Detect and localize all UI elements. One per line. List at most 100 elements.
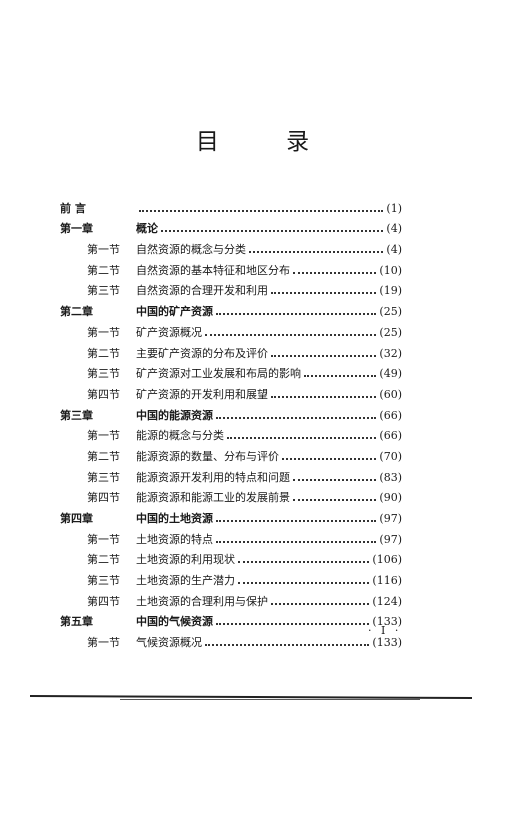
toc-entry-title: 主要矿产资源的分布及评价 — [136, 346, 268, 360]
toc-section-row: 第二节能源资源的数量、分布与评价(70) — [60, 442, 402, 463]
toc-entry-page: (19) — [379, 284, 402, 298]
toc-entry-title: 中国的矿产资源 — [136, 305, 213, 319]
toc-entry-page: (90) — [379, 491, 402, 505]
toc-entry-number: 第一节 — [87, 532, 120, 546]
toc-entry-title: 土地资源的利用现状 — [136, 553, 235, 567]
toc-chapter-row: 前 言 (1) — [60, 194, 402, 215]
toc-entry-title: 中国的土地资源 — [136, 512, 213, 525]
toc-entry-title: 中国的能源资源 — [136, 408, 213, 422]
toc-section-row: 第二节 主要矿产资源的分布及评价 (32) — [60, 339, 402, 360]
toc-entry-page: (133) — [372, 636, 402, 650]
toc-entry-number: 第二章 — [60, 305, 93, 319]
bottom-rule-thin — [120, 699, 420, 700]
toc-entry-title: 能源资源开发利用的特点和问题 — [136, 470, 290, 484]
toc-entry-page: (124) — [372, 594, 402, 608]
toc-leader-dots — [161, 228, 384, 233]
toc-entry-title: 自然资源的合理开发和利用 — [136, 284, 268, 298]
toc-section-row: 第一节 自然资源的概念与分类 (4) — [60, 235, 402, 256]
toc-entry-number: 第四章 — [60, 512, 93, 525]
toc-leader-dots — [216, 518, 377, 522]
toc-entry-number: 第一节 — [87, 243, 120, 257]
toc-chapter-row: 第二章中国的矿产资源(25) — [60, 297, 402, 318]
toc-leader-dots — [205, 332, 377, 336]
toc-leader-dots — [304, 373, 377, 378]
toc-leader-dots — [249, 249, 384, 254]
toc-entry-page: (49) — [379, 367, 402, 381]
toc-entry-number: 第四节 — [87, 387, 120, 401]
toc-entry-title: 能源的概念与分类 — [136, 429, 224, 443]
toc-entry-number: 第四节 — [87, 491, 120, 505]
toc-entry-page: (83) — [379, 470, 402, 484]
toc-entry-title: 土地资源的生产潜力 — [136, 574, 235, 588]
page-title: 目 录 — [195, 129, 340, 155]
toc-leader-dots — [139, 208, 384, 212]
toc-entry-title: 矿产资源对工业发展和布局的影响 — [136, 367, 301, 381]
toc-leader-dots — [205, 642, 370, 647]
toc-entry-number: 第二节 — [87, 449, 120, 463]
toc-entry-title: 中国的气候资源 — [136, 615, 213, 629]
toc-leader-dots — [238, 580, 370, 585]
toc-chapter-row: 第四章 中国的土地资源 (97) — [60, 504, 402, 525]
toc-section-row: 第三节土地资源的生产潜力(116) — [60, 566, 402, 587]
toc-entry-page: (66) — [379, 429, 402, 443]
toc-leader-dots — [216, 415, 377, 419]
toc-section-row: 第三节能源资源开发利用的特点和问题(83) — [60, 463, 402, 484]
toc-entry-number: 第五章 — [60, 615, 93, 629]
toc-chapter-row: 第一章 概论 (4) — [60, 215, 402, 236]
toc-leader-dots — [227, 435, 377, 440]
toc-leader-dots — [293, 270, 377, 274]
toc-entry-page: (10) — [379, 263, 402, 277]
toc-section-row: 第四节 能源资源和能源工业的发展前景 (90) — [60, 484, 402, 505]
toc-entry-number: 前 言 — [60, 201, 86, 215]
toc-entry-title: 自然资源的概念与分类 — [136, 243, 246, 257]
toc-entry-title: 矿产资源概况 — [136, 325, 202, 339]
toc-entry-title: 概论 — [136, 222, 158, 236]
toc-entry-page: (4) — [386, 243, 402, 257]
toc-entry-page: (32) — [379, 346, 402, 360]
toc-entry-title: 土地资源的特点 — [136, 532, 213, 546]
toc-leader-dots — [271, 601, 370, 605]
toc-entry-page: (97) — [379, 532, 402, 546]
toc-entry-page: (4) — [386, 222, 402, 236]
toc-entry-title: 能源资源的数量、分布与评价 — [136, 449, 279, 463]
toc-section-row: 第一节 土地资源的特点 (97) — [60, 525, 402, 546]
toc-section-row: 第一节 气候资源概况 (133) — [60, 628, 402, 649]
toc-entry-number: 第三节 — [87, 367, 120, 381]
toc-section-row: 第三节 矿产资源对工业发展和布局的影响 (49) — [60, 360, 402, 381]
toc-entry-page: (1) — [386, 201, 402, 215]
toc-leader-dots — [271, 353, 377, 357]
toc-leader-dots — [216, 539, 377, 543]
toc-entry-number: 第四节 — [87, 594, 120, 608]
toc-chapter-row: 第三章 中国的能源资源 (66) — [60, 401, 402, 422]
toc-leader-dots — [293, 497, 377, 502]
toc-entry-page: (60) — [379, 387, 402, 401]
toc-entry-page: (66) — [379, 408, 402, 422]
toc-section-row: 第二节土地资源的利用现状(106) — [60, 546, 402, 567]
toc-chapter-row: 第五章中国的气候资源(133) — [60, 608, 402, 629]
toc-entry-title: 气候资源概况 — [136, 636, 202, 650]
toc-entry-page: (97) — [379, 512, 402, 525]
toc-section-row: 第一节矿产资源概况(25) — [60, 318, 402, 339]
toc-section-row: 第三节 自然资源的合理开发和利用 (19) — [60, 277, 402, 298]
toc-leader-dots — [216, 311, 377, 316]
toc-entry-number: 第二节 — [87, 346, 120, 360]
toc-leader-dots — [293, 477, 377, 481]
toc-entry-number: 第三节 — [87, 284, 120, 298]
toc-section-row: 第二节自然资源的基本特征和地区分布(10) — [60, 256, 402, 277]
toc-entry-number: 第一章 — [60, 222, 93, 236]
toc-leader-dots — [238, 559, 370, 564]
toc-leader-dots — [216, 621, 370, 626]
toc-entry-number: 第一节 — [87, 429, 120, 443]
page-number: · I · — [368, 624, 402, 637]
toc-entry-number: 第一节 — [87, 325, 120, 339]
toc-entry-number: 第三节 — [87, 574, 120, 588]
toc-entry-title: 能源资源和能源工业的发展前景 — [136, 491, 290, 505]
toc-entry-number: 第二节 — [87, 263, 120, 277]
toc-entry-number: 第三章 — [60, 408, 93, 422]
toc-entry-title: 矿产资源的开发利用和展望 — [136, 387, 268, 401]
toc-entry-number: 第二节 — [87, 553, 120, 567]
toc-entry-number: 第一节 — [87, 636, 120, 650]
toc-section-row: 第一节 能源的概念与分类 (66) — [60, 422, 402, 443]
toc-entry-title: 土地资源的合理利用与保护 — [136, 594, 268, 608]
table-of-contents: 前 言(1)第一章概论(4)第一节自然资源的概念与分类(4)第二节自然资源的基本… — [60, 194, 402, 649]
